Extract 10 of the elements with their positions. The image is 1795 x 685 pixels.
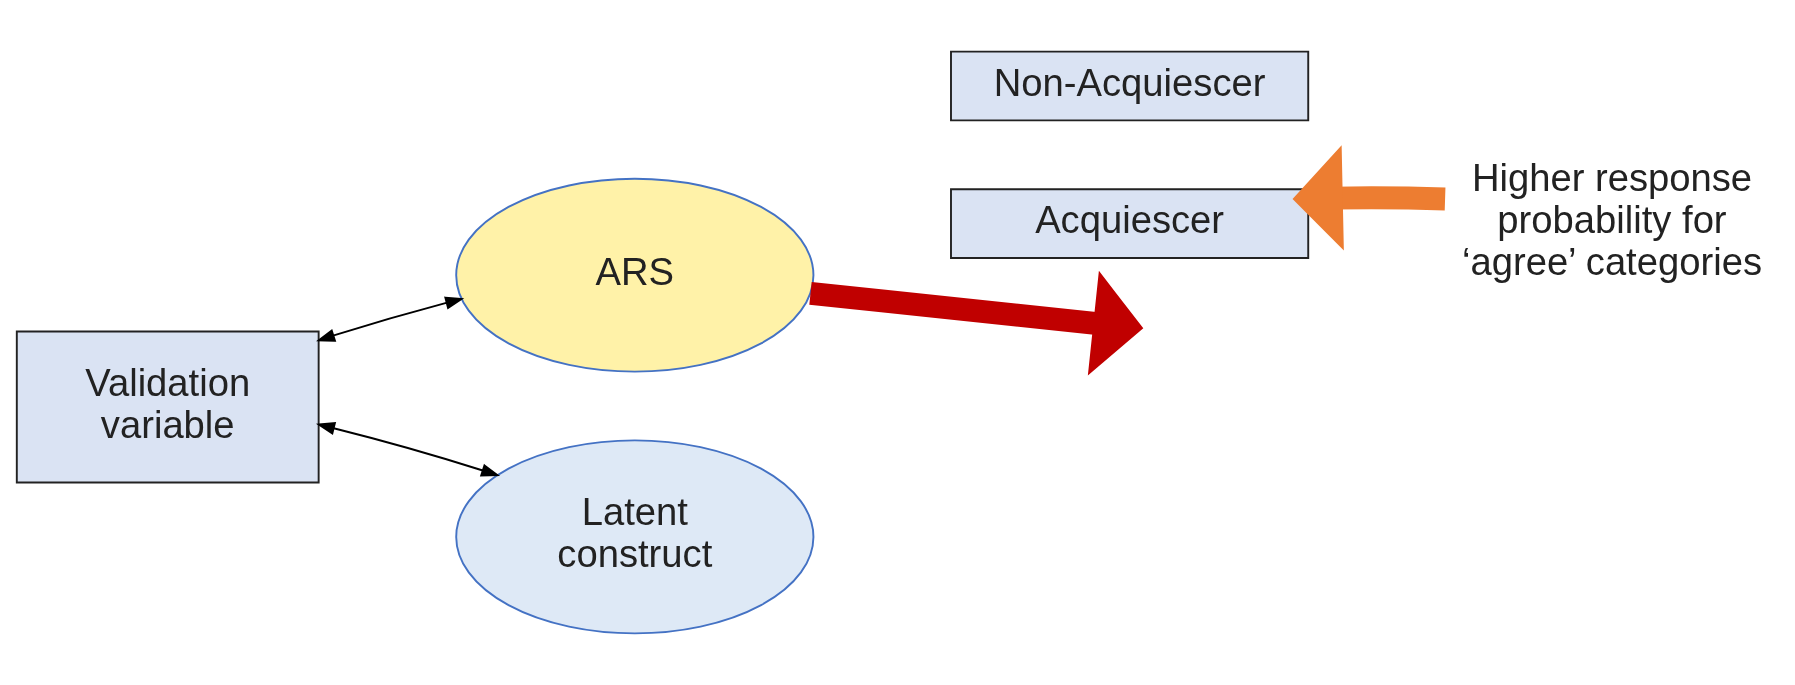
node-box: Acquiescer	[950, 188, 1310, 259]
arrow	[1292, 145, 1446, 251]
arrow	[809, 270, 1144, 376]
node-ellipse: ARS	[455, 177, 815, 373]
node-text: Higher response probability for ‘agree’ categories	[1461, 156, 1763, 284]
node-box: Validation variable	[15, 330, 320, 484]
arrow	[316, 296, 465, 342]
node-ellipse: Latent construct	[455, 439, 815, 635]
node-box: Non-Acquiescer	[950, 50, 1310, 122]
arrow	[315, 421, 501, 477]
